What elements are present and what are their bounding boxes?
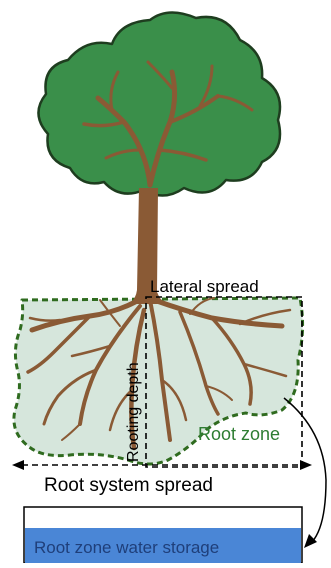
water-storage-label: Root zone water storage <box>34 538 219 557</box>
root-zone-label: Root zone <box>198 424 280 444</box>
root-system-spread-label: Root system spread <box>44 475 213 496</box>
curved-arrow-head <box>304 534 317 548</box>
lateral-spread-label: Lateral spread <box>150 277 259 296</box>
rooting-depth-label: Rooting depth <box>125 362 142 462</box>
